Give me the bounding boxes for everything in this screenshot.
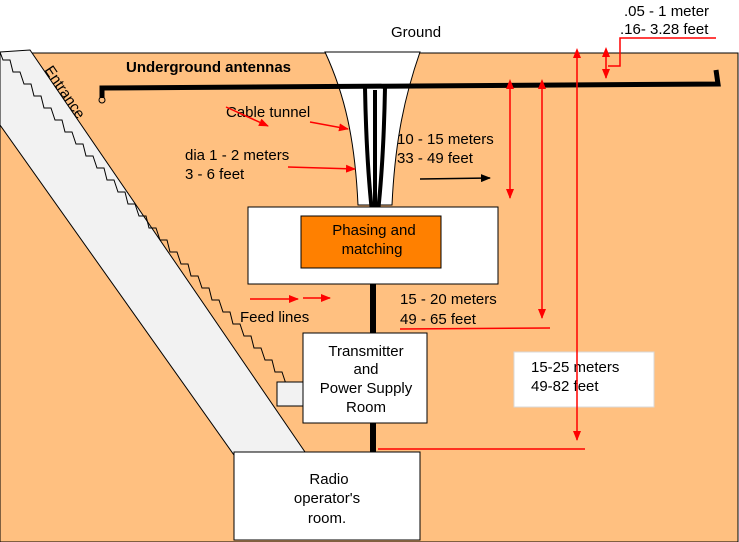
- tunnel-length-pointer: [419, 174, 491, 183]
- underground-antenna: [98, 69, 721, 104]
- radio-room-label-line3: room.: [308, 510, 346, 527]
- tunnel-length-meters: 10 - 15 meters: [397, 131, 494, 148]
- cable-tunnel-arrow: [225, 106, 269, 127]
- transmitter-label-line4: Room: [346, 399, 386, 416]
- tunnel-diameter-meters: dia 1 - 2 meters: [185, 147, 289, 164]
- phasing-label-line1: Phasing and: [332, 222, 415, 239]
- antenna-depth-feet: .16- 3.28 feet: [620, 21, 709, 38]
- underground-antennas-label: Underground antennas: [126, 59, 291, 76]
- transmitter-label-line2: and: [353, 361, 378, 378]
- total-depth-meters: 15-25 meters: [531, 359, 619, 376]
- radio-room-label-line2: operator's: [294, 490, 360, 507]
- radio-operator-room: [233, 451, 421, 541]
- feed-depth-reference-line: [399, 327, 551, 330]
- tunnel-length-feet: 33 - 49 feet: [397, 150, 474, 167]
- antenna-depth-meters: .05 - 1 meter: [624, 3, 709, 20]
- phasing-label-line2: matching: [342, 241, 403, 258]
- tunnel-diameter-arrow: [287, 164, 356, 173]
- feed-depth-meters: 15 - 20 meters: [400, 291, 497, 308]
- feed-lines-label: Feed lines: [240, 309, 309, 326]
- antenna-depth-indicator: [602, 37, 716, 79]
- phasing-matching-box: [300, 215, 442, 269]
- earth-mass: [0, 52, 739, 542]
- total-depth-feet: 49-82 feet: [531, 378, 599, 395]
- tunnel-diameter-feet: 3 - 6 feet: [185, 166, 245, 183]
- feed-depth-feet: 49 - 65 feet: [400, 311, 477, 328]
- transmitter-room: [302, 332, 428, 424]
- cable-tunnel-arrow-2: [309, 121, 349, 132]
- tunnel-cables: [363, 87, 387, 213]
- entrance-stairs: [0, 51, 303, 397]
- ground-label: Ground: [391, 24, 441, 41]
- transmitter-label-line1: Transmitter: [328, 343, 403, 360]
- radio-room-label-line1: Radio: [309, 471, 348, 488]
- transmitter-label-line3: Power Supply: [320, 380, 413, 397]
- total-depth-box: [513, 351, 655, 408]
